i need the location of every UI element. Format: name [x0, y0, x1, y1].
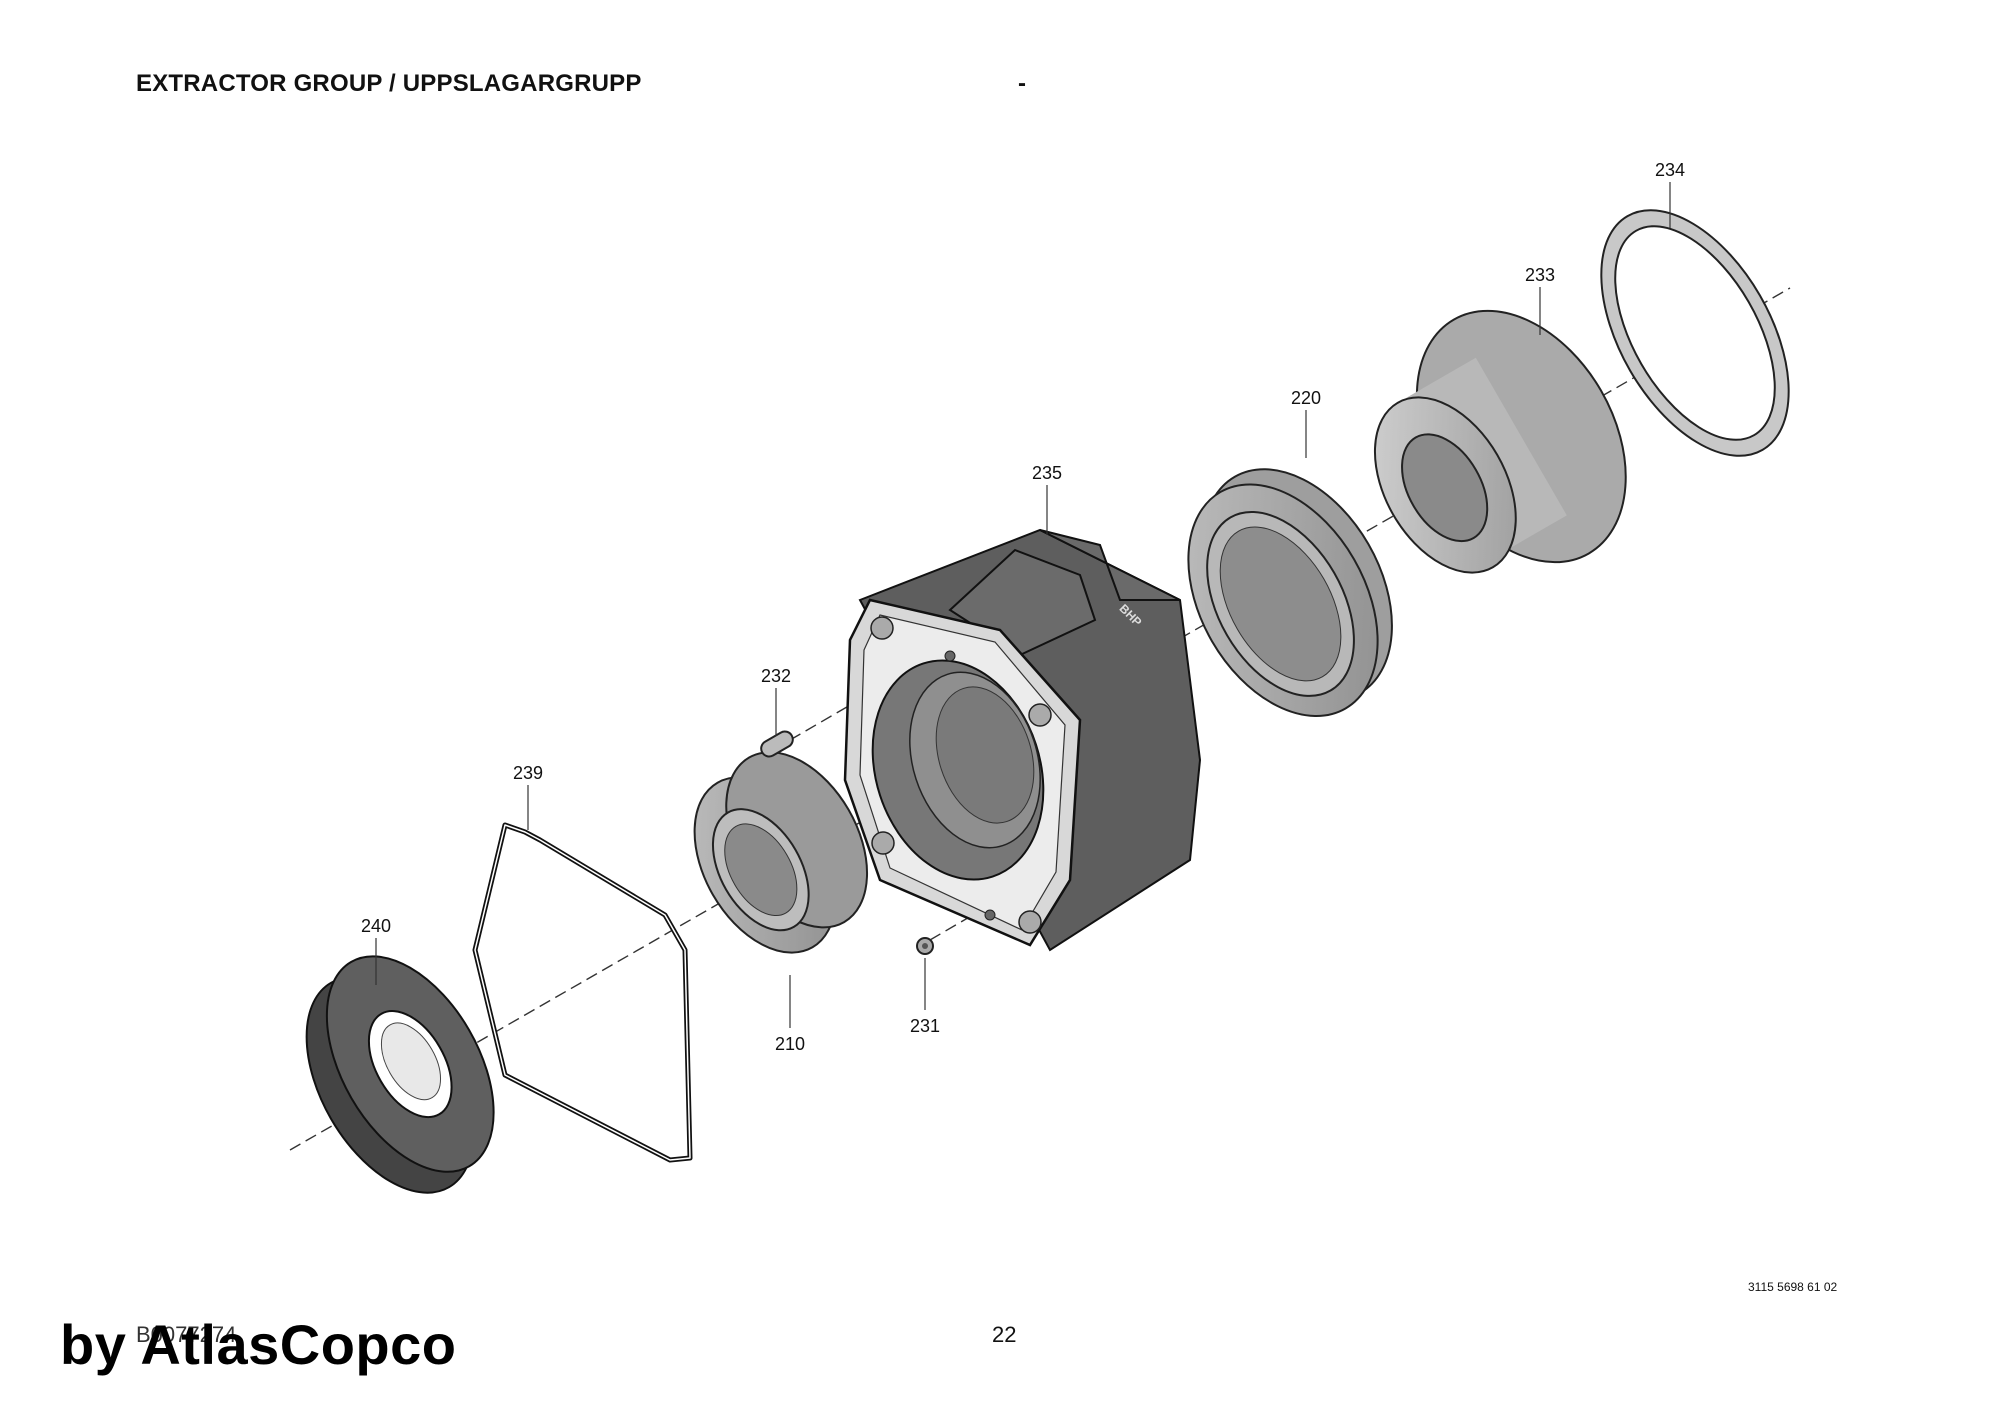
part-label-210: 210: [775, 1034, 805, 1054]
part-232-pin: [760, 730, 794, 758]
part-label-239: 239: [513, 763, 543, 783]
part-239-gasket: [472, 822, 693, 1163]
part-label-232: 232: [761, 666, 791, 686]
part-233-sleeve: [1373, 309, 1627, 574]
page-number: 22: [992, 1322, 1017, 1347]
brand-watermark: by AtlasCopco: [60, 1313, 457, 1376]
document-number: 3115 5698 61 02: [1748, 1280, 1838, 1294]
part-label-235: 235: [1032, 463, 1062, 483]
part-220-bushing: [1187, 468, 1393, 717]
publication-code: B0077274: [136, 1322, 237, 1347]
part-235-housing: BHP: [843, 528, 1202, 952]
part-label-233: 233: [1525, 265, 1555, 285]
page-title: EXTRACTOR GROUP / UPPSLAGARGRUPP: [136, 70, 642, 97]
part-210-bushing: [693, 751, 869, 954]
part-label-231: 231: [910, 1016, 940, 1036]
part-240-seal: [305, 955, 495, 1194]
part-231-plug: [916, 937, 934, 955]
part-label-240: 240: [361, 916, 391, 936]
title-dash: -: [1018, 70, 1026, 97]
part-label-220: 220: [1291, 388, 1321, 408]
part-234-ring: [1600, 209, 1790, 457]
part-label-234: 234: [1655, 160, 1685, 180]
